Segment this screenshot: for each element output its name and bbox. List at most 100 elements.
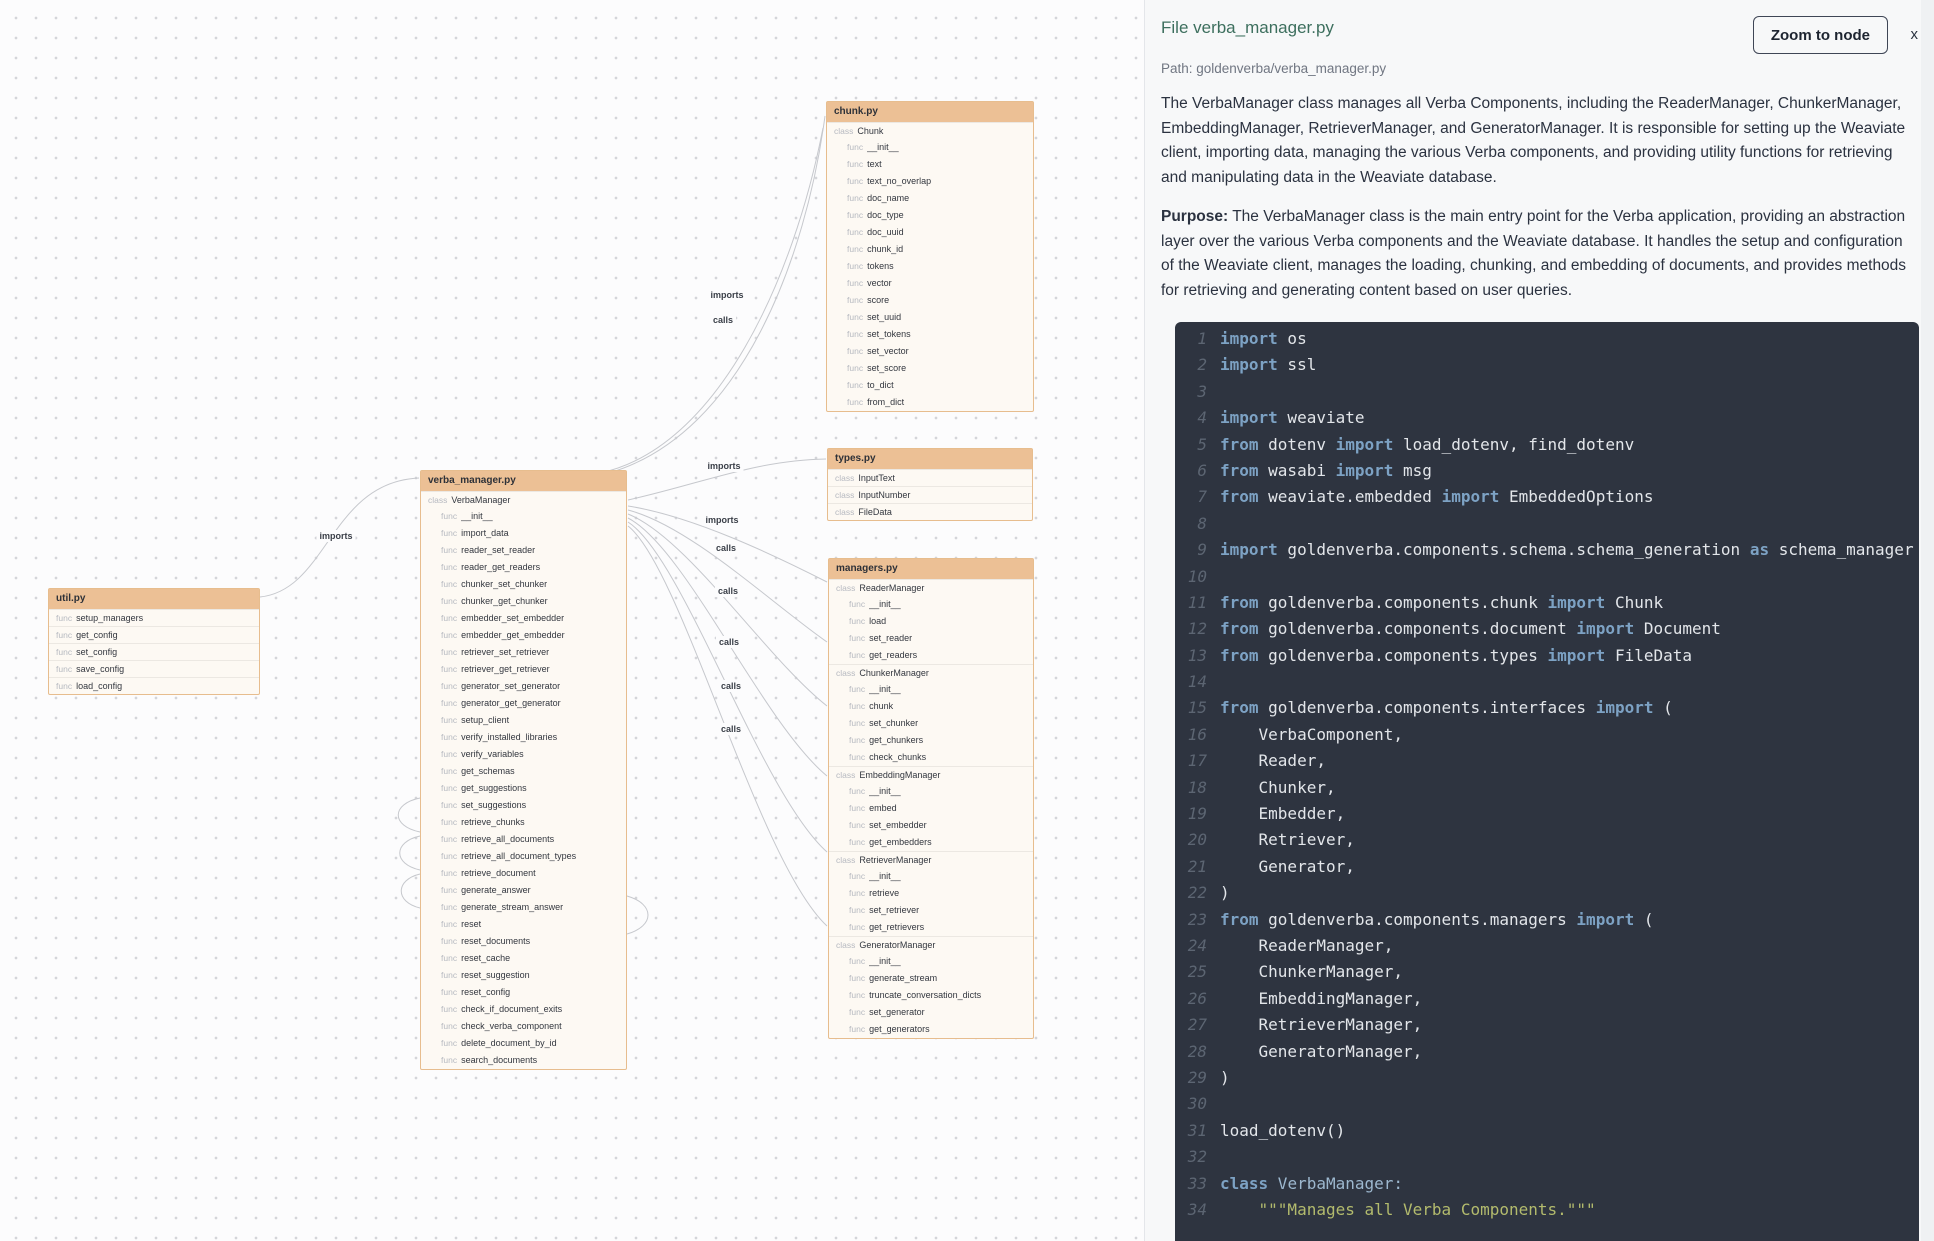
member-kind: func: [441, 562, 458, 572]
edge-path: [627, 525, 828, 927]
line-number: 32: [1187, 1147, 1207, 1167]
member-kind: func: [847, 244, 864, 254]
zoom-to-node-button[interactable]: Zoom to node: [1752, 16, 1888, 54]
edge-label-imports: imports: [707, 289, 747, 301]
member-kind: func: [441, 953, 458, 963]
member-row-func: func__init__: [827, 139, 1033, 156]
line-number: 3: [1197, 381, 1207, 401]
member-name: load: [869, 616, 887, 626]
line-number: 15: [1187, 698, 1207, 718]
member-kind: func: [847, 193, 864, 203]
member-name: EmbeddingManager: [859, 770, 941, 780]
edge-path: [627, 509, 828, 643]
member-name: reset_suggestion: [461, 970, 530, 980]
edge-path: [397, 797, 421, 833]
code-text: GeneratorManager,: [1220, 1041, 1423, 1061]
member-name: reset: [461, 919, 482, 929]
line-number: 28: [1187, 1041, 1207, 1061]
member-name: __init__: [869, 956, 901, 966]
member-kind: func: [56, 681, 73, 691]
edge-path: [626, 895, 649, 935]
member-kind: func: [847, 380, 864, 390]
member-name: VerbaManager: [451, 495, 511, 505]
code-line: 16 VerbaComponent,: [1175, 722, 1919, 748]
edge-label-calls: calls: [717, 680, 745, 692]
member-name: set_uuid: [867, 312, 902, 322]
line-number: 17: [1187, 751, 1207, 771]
line-number: 25: [1187, 962, 1207, 982]
member-kind: func: [441, 766, 458, 776]
member-name: check_chunks: [869, 752, 927, 762]
member-name: generator_get_generator: [461, 698, 561, 708]
node-title: util.py: [49, 589, 259, 609]
member-name: load_config: [76, 681, 123, 691]
member-kind: func: [441, 579, 458, 589]
close-button[interactable]: x: [1910, 26, 1919, 43]
member-kind: class: [835, 507, 855, 517]
member-name: setup_managers: [76, 613, 144, 623]
member-name: get_chunkers: [869, 735, 924, 745]
member-kind: func: [441, 545, 458, 555]
code-line: 27 RetrieverManager,: [1175, 1012, 1919, 1038]
code-text: from goldenverba.components.document imp…: [1220, 619, 1721, 639]
code-line: 28 GeneratorManager,: [1175, 1039, 1919, 1065]
member-name: vector: [867, 278, 892, 288]
member-kind: func: [441, 528, 458, 538]
member-name: chunker_set_chunker: [461, 579, 548, 589]
member-name: InputNumber: [858, 490, 911, 500]
code-text: VerbaComponent,: [1220, 724, 1404, 744]
code-line: 32: [1175, 1144, 1919, 1170]
member-name: to_dict: [867, 380, 894, 390]
line-number: 31: [1187, 1120, 1207, 1140]
member-kind: func: [849, 752, 866, 762]
member-kind: func: [847, 363, 864, 373]
edge-path: [599, 127, 824, 474]
code-line: 21 Generator,: [1175, 854, 1919, 880]
member-kind: class: [836, 583, 856, 593]
member-kind: func: [847, 227, 864, 237]
line-number: 34: [1187, 1199, 1207, 1219]
member-name: ReaderManager: [859, 583, 925, 593]
file-description: The VerbaManager class manages all Verba…: [1161, 95, 1906, 186]
code-line: 20 Retriever,: [1175, 827, 1919, 853]
member-name: get_generators: [869, 1024, 930, 1034]
member-name: chunk_id: [867, 244, 904, 254]
edge-path: [627, 521, 828, 853]
panel-scrollbar[interactable]: [1921, 0, 1934, 1241]
member-kind: func: [441, 919, 458, 929]
member-name: doc_uuid: [867, 227, 904, 237]
code-text: ): [1220, 883, 1230, 903]
member-row-func: func__init__: [829, 681, 1033, 698]
code-text: from dotenv import load_dotenv, find_dot…: [1220, 434, 1635, 454]
member-name: generator_set_generator: [461, 681, 561, 691]
line-number: 21: [1187, 856, 1207, 876]
member-kind: func: [849, 735, 866, 745]
edge-label-imports: imports: [702, 514, 742, 526]
code-line: 3: [1175, 379, 1919, 405]
file-purpose: Purpose: The VerbaManager class is the m…: [1161, 205, 1913, 303]
